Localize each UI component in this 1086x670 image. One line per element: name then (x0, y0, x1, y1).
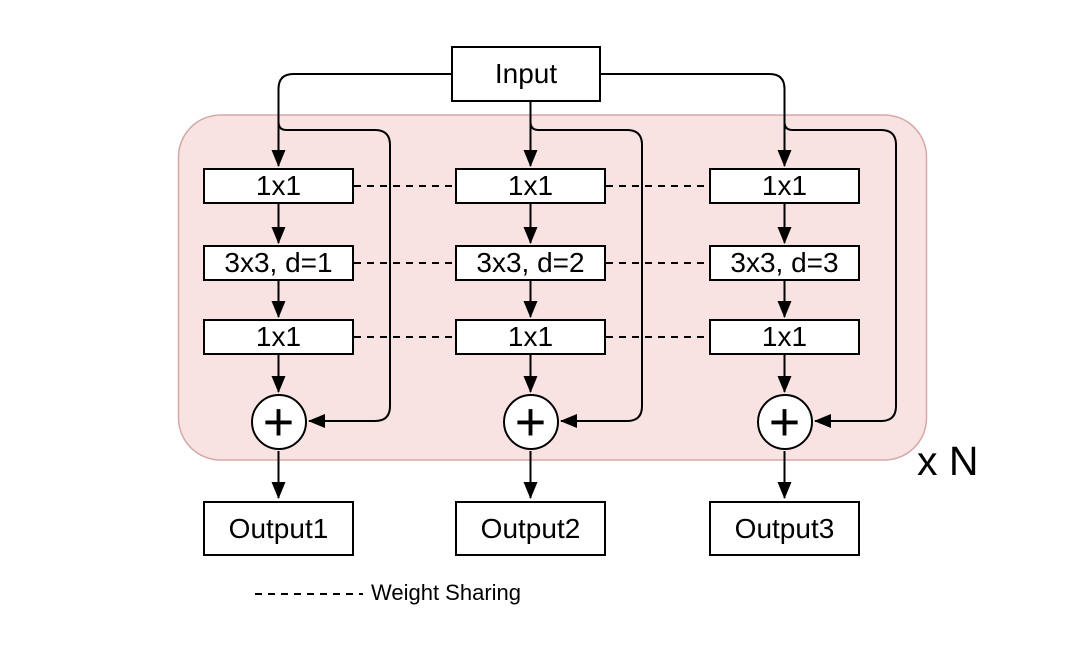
repeat-count-label: x N (917, 438, 979, 484)
block-col1-conv3x3-d1: 3x3, d=1 (203, 245, 354, 281)
add-node-col2: + (502, 392, 559, 452)
input-node: Input (451, 46, 601, 102)
block-col2-conv3x3-d2: 3x3, d=2 (455, 245, 606, 281)
edge-input-to-col1 (271, 73, 451, 167)
skip-edge-col3 (783, 121, 897, 428)
block-col1-conv1x1-b: 1x1 (203, 319, 354, 355)
block-col3-conv1x1-b: 1x1 (709, 319, 860, 355)
output1-node: Output1 (203, 501, 354, 556)
output3-node: Output3 (709, 501, 860, 556)
add-node-col3: + (756, 392, 813, 452)
plus-icon: + (514, 392, 547, 452)
plus-icon: + (768, 392, 801, 452)
skip-edge-col2 (529, 121, 643, 428)
block-col1-conv1x1-a: 1x1 (203, 168, 354, 204)
edge-input-to-col3 (601, 73, 792, 167)
block-col2-conv1x1-a: 1x1 (455, 168, 606, 204)
output2-node: Output2 (455, 501, 606, 556)
block-col3-conv1x1-a: 1x1 (709, 168, 860, 204)
legend-weight-sharing-label: Weight Sharing (371, 580, 522, 605)
skip-edge-col1 (277, 121, 391, 428)
block-col2-conv1x1-b: 1x1 (455, 319, 606, 355)
add-node-col1: + (250, 392, 307, 452)
block-col3-conv3x3-d3: 3x3, d=3 (709, 245, 860, 281)
plus-icon: + (262, 392, 295, 452)
